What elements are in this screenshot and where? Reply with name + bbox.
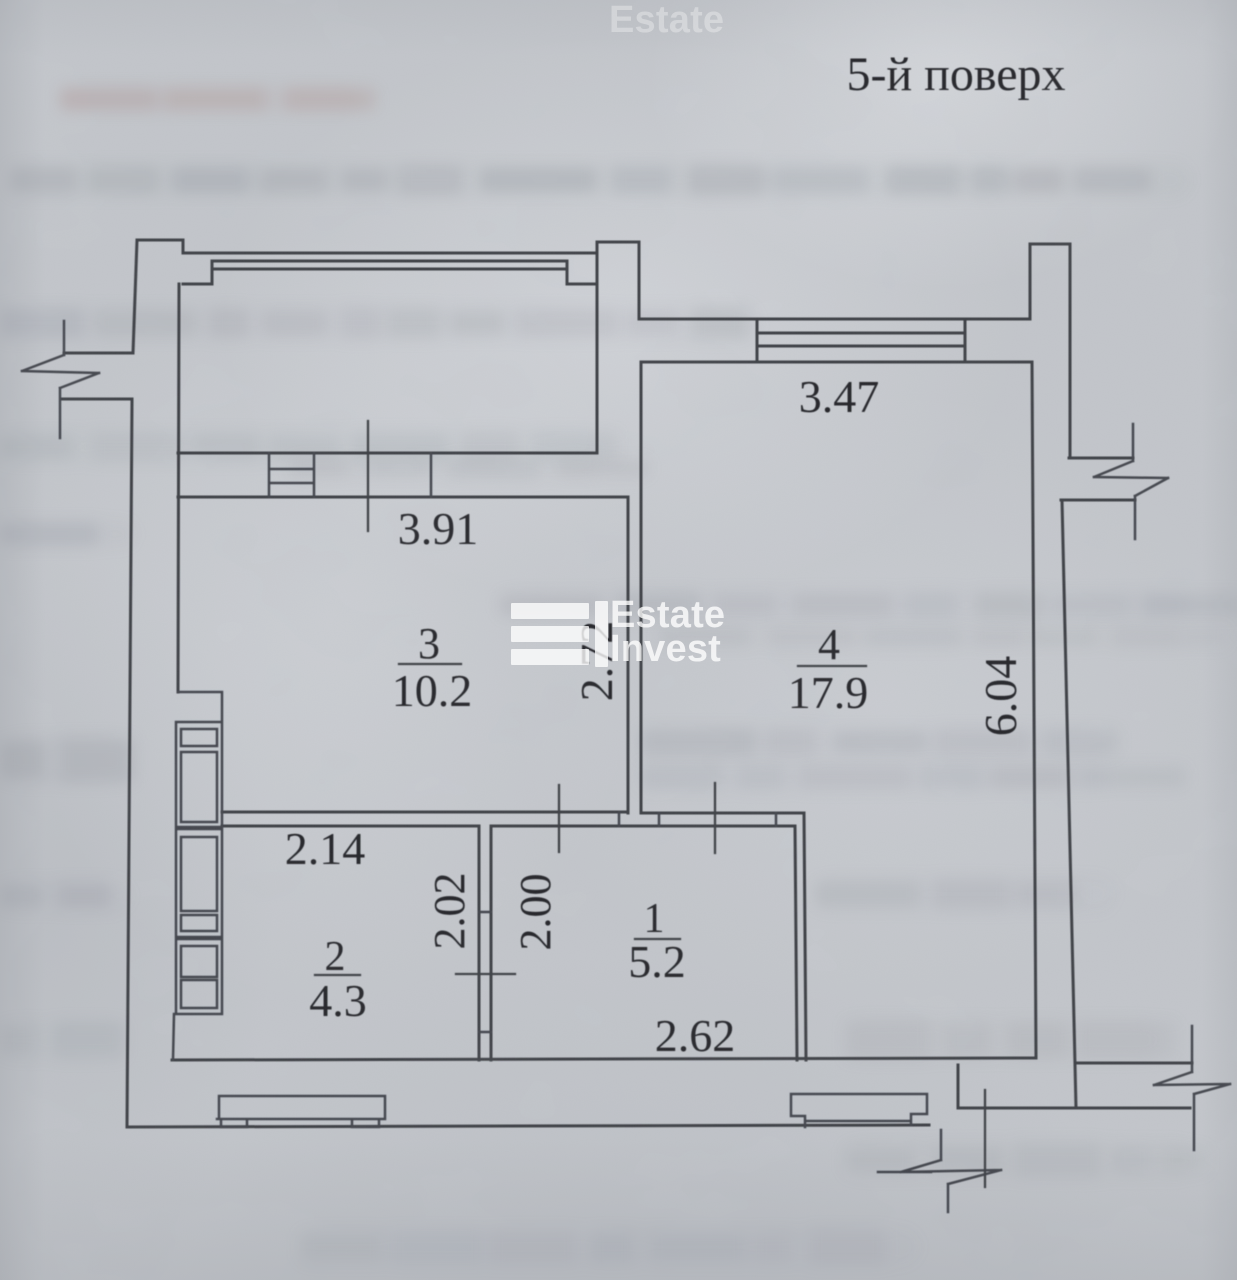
floor-plan-drawing: 5-й поверх 3.47 3.91 2.72 6.04 2.14 2.02… [0,0,1237,1280]
paper-grain [0,0,1237,1280]
